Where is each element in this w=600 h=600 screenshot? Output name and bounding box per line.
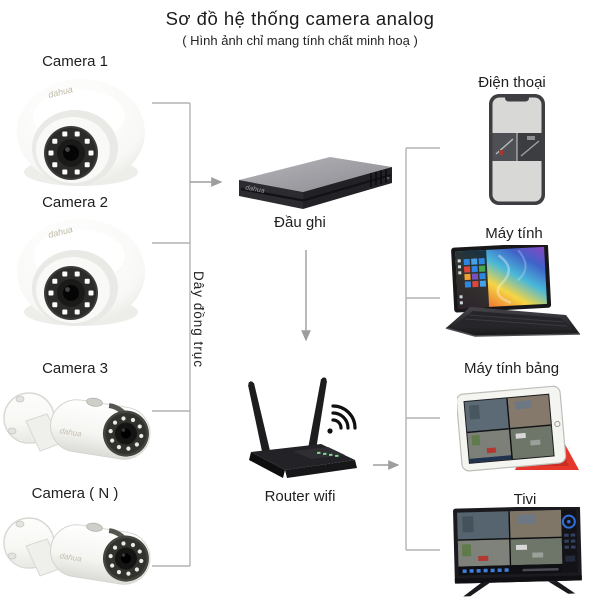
diagram-subtitle: ( Hình ảnh chỉ mang tính chất minh hoạ ) <box>182 33 418 48</box>
phone-label: Điện thoại <box>478 74 546 91</box>
dvr-icon: dahua <box>239 157 392 209</box>
brand-logo: dahua <box>59 426 83 438</box>
phone-icon <box>489 94 545 205</box>
camera1-label: Camera 1 <box>42 53 108 70</box>
tablet-home-button <box>554 420 561 428</box>
tv-icon <box>453 507 582 597</box>
coax-cable-label: Dây đồng trục <box>191 271 206 369</box>
cameraN-label: Camera ( N ) <box>31 485 119 502</box>
dome-camera-icon: dahua <box>17 219 145 326</box>
brand-logo: dahua <box>245 185 265 195</box>
wifi-signal-icon <box>331 404 357 430</box>
tv-control-panel <box>561 509 578 573</box>
dvr-label: Đầu ghi <box>274 214 326 231</box>
dome-camera-icon: dahua <box>17 79 145 186</box>
camera3-label: Camera 3 <box>42 360 108 377</box>
laptop-icon <box>445 245 581 337</box>
camera2-label: Camera 2 <box>42 194 108 211</box>
brand-logo: dahua <box>59 551 83 563</box>
tablet-camera-grid <box>463 393 555 464</box>
router-label: Router wifi <box>264 488 336 505</box>
tablet-icon <box>457 385 579 472</box>
router-icon <box>248 377 357 478</box>
bullet-camera-icon: dahua <box>3 517 151 585</box>
phone-camera-feed <box>492 133 542 161</box>
tv-label: Tivi <box>513 491 537 508</box>
diagram-title: Sơ đồ hệ thống camera analog <box>165 8 435 29</box>
laptop-label: Máy tính <box>485 225 543 242</box>
tv-camera-grid <box>457 509 563 576</box>
tablet-label: Máy tính bảng <box>463 360 560 377</box>
bullet-camera-icon: dahua <box>3 392 151 460</box>
